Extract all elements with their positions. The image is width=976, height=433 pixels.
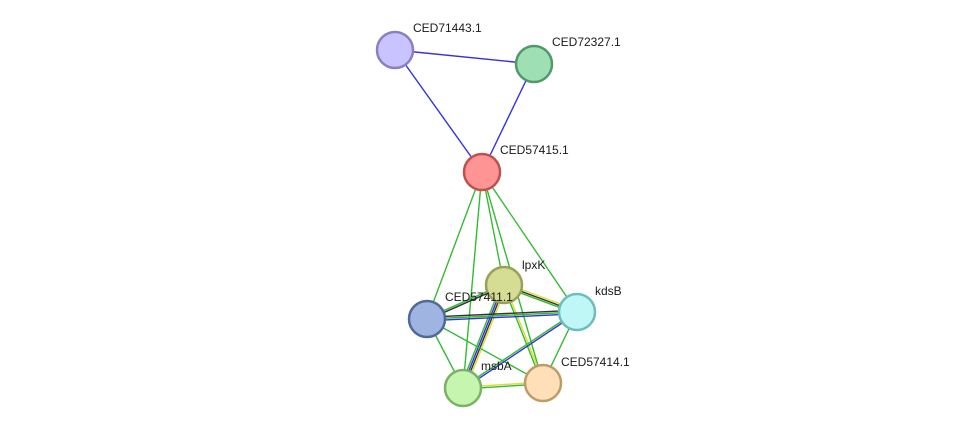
edge-line [426, 311, 578, 320]
node-label: lpxK [522, 258, 545, 272]
node-circle[interactable] [375, 30, 415, 70]
node-label: CED72327.1 [552, 35, 621, 49]
node-ced57415[interactable]: CED57415.1 [462, 143, 569, 192]
node-circle[interactable] [523, 363, 563, 403]
edge-line [481, 63, 535, 173]
node-label: kdsB [595, 284, 622, 298]
edge-line [427, 313, 578, 322]
edge [426, 309, 578, 322]
edge [426, 318, 544, 384]
node-circle[interactable] [514, 44, 554, 84]
edge-line [463, 312, 578, 390]
node-circle[interactable] [407, 299, 447, 339]
node-lpxk[interactable]: lpxK [484, 258, 545, 305]
node-label: CED57411.1 [445, 290, 513, 304]
node-msba[interactable]: msbA [443, 359, 512, 408]
edge-line [394, 49, 483, 173]
node-ced57414[interactable]: CED57414.1 [523, 355, 630, 403]
node-label: msbA [481, 359, 512, 373]
node-label: CED57414.1 [561, 355, 630, 369]
edge [462, 310, 578, 390]
edges-layer [394, 49, 578, 390]
edge [426, 171, 483, 320]
node-label: CED57415.1 [500, 143, 569, 157]
edge-line [462, 310, 577, 388]
edge-line [426, 309, 577, 318]
node-ced71443[interactable]: CED71443.1 [375, 21, 482, 70]
edge [394, 49, 483, 173]
node-ced72327[interactable]: CED72327.1 [514, 35, 621, 84]
edge-line [462, 171, 483, 389]
edge-line [426, 171, 483, 320]
node-ced57411[interactable]: CED57411.1 [407, 290, 513, 339]
nodes-layer: CED71443.1 CED72327.1 CED57415.1 lpxK kd… [375, 21, 630, 408]
node-circle[interactable] [462, 152, 502, 192]
edge [462, 171, 483, 389]
node-label: CED71443.1 [413, 21, 482, 35]
node-kdsb[interactable]: kdsB [557, 284, 622, 332]
node-circle[interactable] [557, 292, 597, 332]
edge-line [426, 318, 544, 384]
edge [481, 171, 578, 313]
edge [394, 49, 535, 65]
edge-line [481, 171, 578, 313]
node-circle[interactable] [443, 368, 483, 408]
edge-line [394, 49, 535, 65]
edge [481, 63, 535, 173]
node-circle[interactable] [484, 265, 524, 305]
